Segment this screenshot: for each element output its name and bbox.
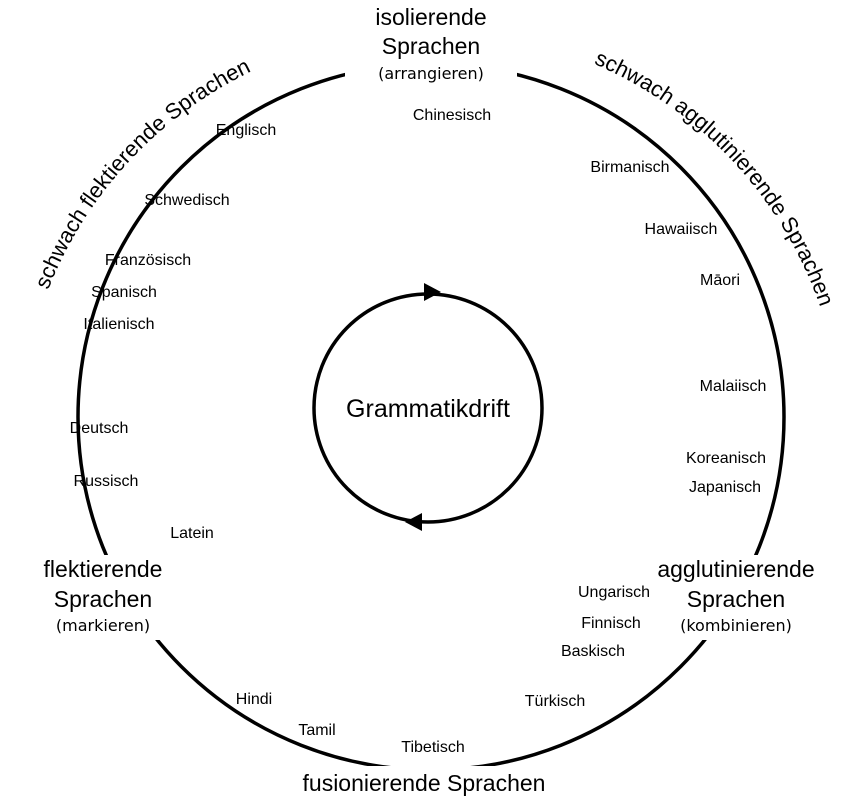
- language-russisch: Russisch: [74, 473, 139, 490]
- language-baskisch: Baskisch: [561, 643, 625, 660]
- language-finnisch: Finnisch: [581, 615, 641, 632]
- language-englisch: Englisch: [216, 122, 276, 139]
- language-tibetisch: Tibetisch: [401, 739, 464, 756]
- language-hawaiisch: Hawaiisch: [645, 221, 718, 238]
- node-left-verb: (markieren): [56, 616, 150, 635]
- language-latein: Latein: [170, 525, 214, 542]
- language-ungarisch: Ungarisch: [578, 584, 650, 601]
- node-right-line1: agglutinierende: [657, 556, 814, 582]
- node-top-verb: (arrangieren): [378, 64, 484, 83]
- center-label: Grammatikdrift: [346, 395, 510, 423]
- arc-label-upper-right: schwach agglutinierende Sprachen: [591, 45, 839, 309]
- node-right-line2: Sprachen: [687, 586, 785, 612]
- language-schwedisch: Schwedisch: [144, 192, 229, 209]
- language-malaiisch: Malaiisch: [700, 378, 767, 395]
- language-koreanisch: Koreanisch: [686, 450, 766, 467]
- language-spanisch: Spanisch: [91, 284, 157, 301]
- node-bottom: fusionierende Sprachen: [303, 770, 546, 796]
- language-maori: Māori: [700, 272, 740, 289]
- node-top-line2: Sprachen: [382, 33, 480, 59]
- language-franzoesisch: Französisch: [105, 252, 191, 269]
- cycle-arrow-top: [424, 283, 441, 301]
- language-deutsch: Deutsch: [70, 420, 129, 437]
- language-japanisch: Japanisch: [689, 479, 761, 496]
- node-left-line1: flektierende: [44, 556, 163, 582]
- cycle-arrow-bottom: [405, 513, 422, 531]
- language-birmanisch: Birmanisch: [590, 159, 669, 176]
- language-chinesisch: Chinesisch: [413, 107, 491, 124]
- language-italienisch: Italienisch: [83, 316, 154, 333]
- language-tuerkisch: Türkisch: [525, 693, 585, 710]
- node-right-verb: (kombinieren): [680, 616, 792, 635]
- node-left-line2: Sprachen: [54, 586, 152, 612]
- language-tamil: Tamil: [298, 722, 335, 739]
- language-hindi: Hindi: [236, 691, 272, 708]
- node-top-line1: isolierende: [375, 4, 486, 30]
